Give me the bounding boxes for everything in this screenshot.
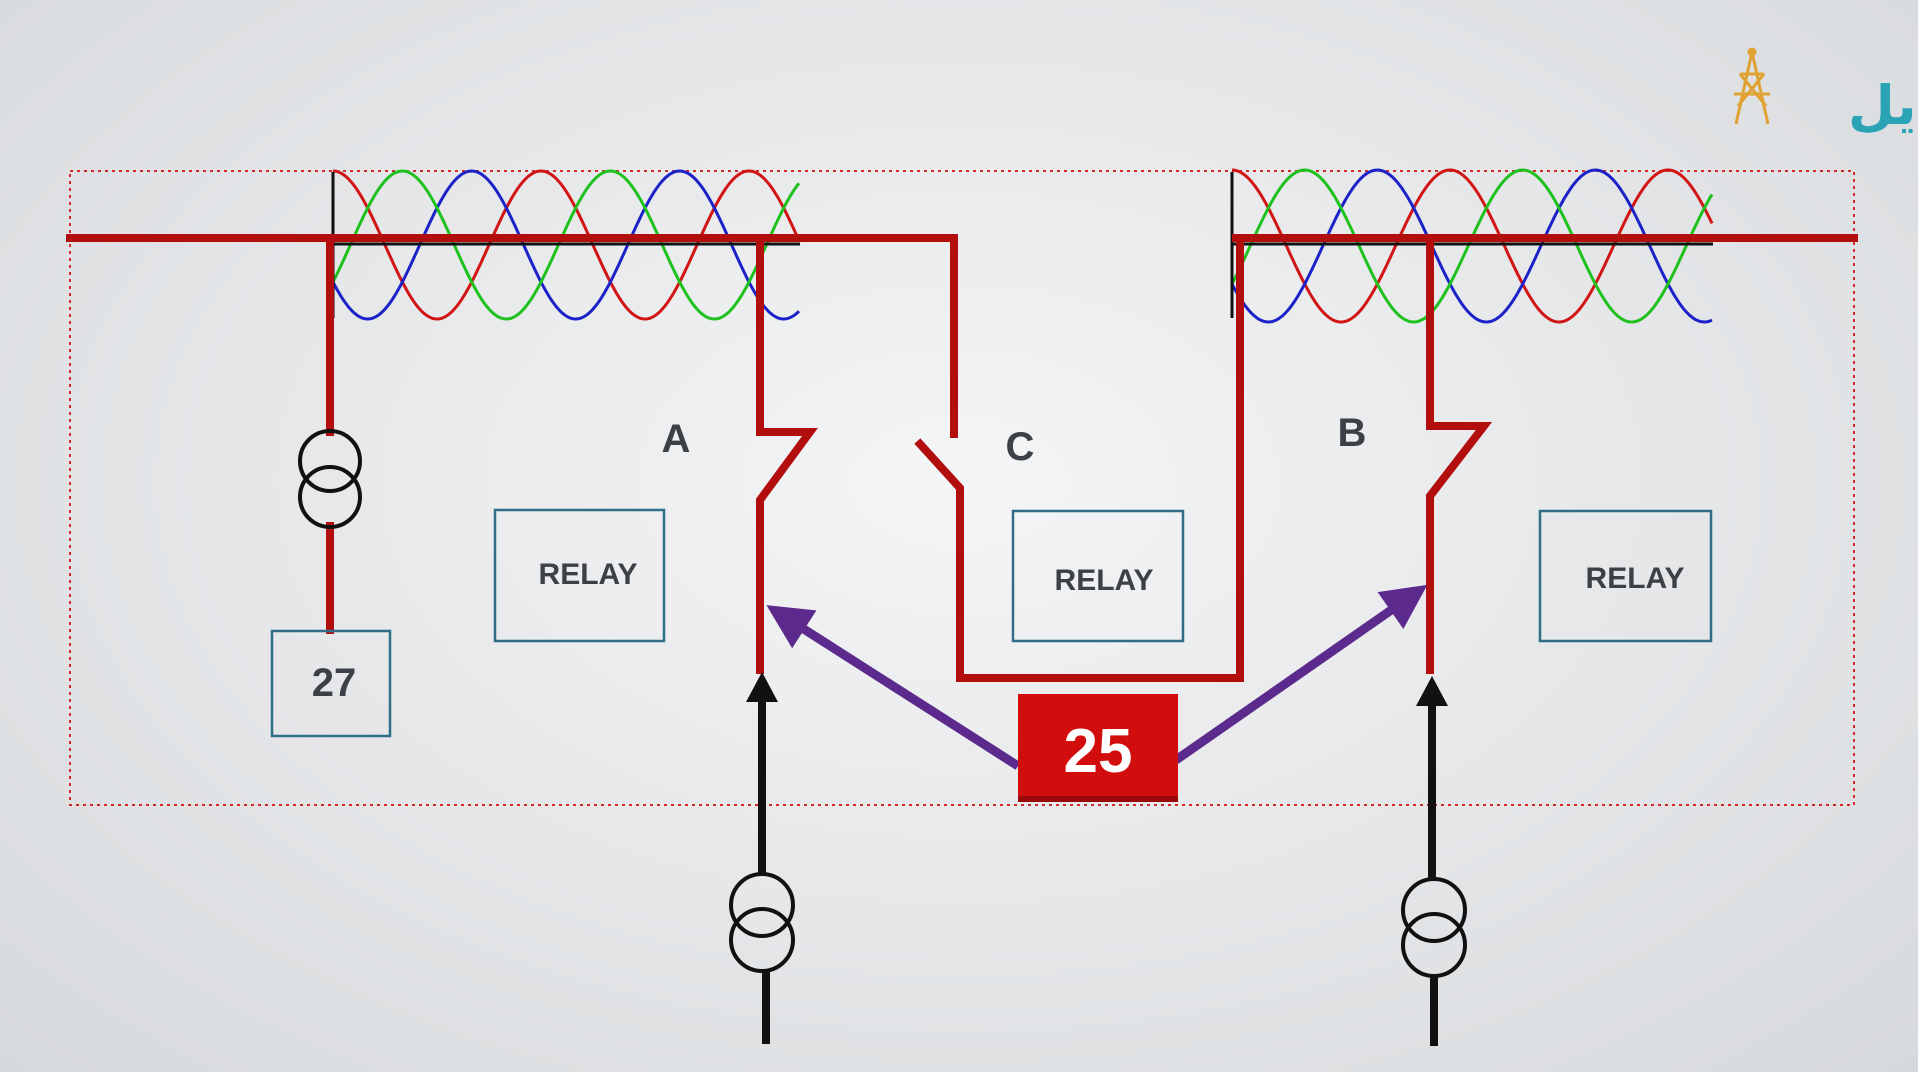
- sync-check-relay-25: 25: [1018, 694, 1178, 802]
- breaker-a-label: A: [662, 417, 691, 461]
- bus-a-waveforms: [331, 169, 801, 321]
- substation-boundary: [69, 170, 1855, 806]
- breaker-b: [1426, 234, 1493, 674]
- undervoltage-relay-27: 27: [270, 629, 392, 738]
- relay-left: RELAY: [493, 508, 666, 643]
- phase-green-wave: [331, 169, 801, 321]
- breaker-c-label: C: [1006, 425, 1035, 469]
- feeder-a-arrowhead: [746, 672, 778, 702]
- logo-text: برقـــــتايل: [1848, 74, 1918, 137]
- bus-b-waveforms: [1230, 168, 1714, 324]
- relay-left-label: RELAY: [539, 558, 638, 591]
- relay-right-label: RELAY: [1586, 562, 1685, 595]
- current-transformer-b: [1401, 877, 1467, 978]
- breaker-c-blade: [914, 234, 1244, 682]
- device-27-label: 27: [312, 661, 357, 705]
- bus-marker-lines: [331, 172, 1713, 318]
- phase-red-wave: [1231, 168, 1714, 324]
- relay-center: RELAY: [1011, 509, 1185, 643]
- sync-check-arrows: [766, 584, 1428, 770]
- arrow-to-breaker-b: [1173, 584, 1428, 764]
- phase-red-wave: [332, 169, 801, 321]
- feeders: [758, 694, 1438, 1046]
- voltage-transformer-left: [298, 429, 362, 529]
- arrow-to-breaker-a: [766, 605, 1021, 770]
- current-transformer-a: [729, 872, 795, 973]
- logo: برقـــــتايل: [1734, 47, 1918, 137]
- phase-blue-wave: [1230, 168, 1713, 324]
- feeder-b-arrowhead: [1416, 676, 1448, 706]
- busbars: [66, 234, 1858, 682]
- relay-center-label: RELAY: [1055, 564, 1154, 597]
- relay-right: RELAY: [1538, 509, 1713, 643]
- breaker-c: [758, 234, 958, 438]
- phase-waveforms: [331, 168, 1714, 324]
- device-25-label: 25: [1064, 717, 1133, 786]
- breaker-b-label: B: [1338, 411, 1367, 455]
- breaker-a: [756, 234, 818, 674]
- phase-blue-wave: [331, 169, 801, 321]
- transmission-tower-icon: [1734, 47, 1770, 125]
